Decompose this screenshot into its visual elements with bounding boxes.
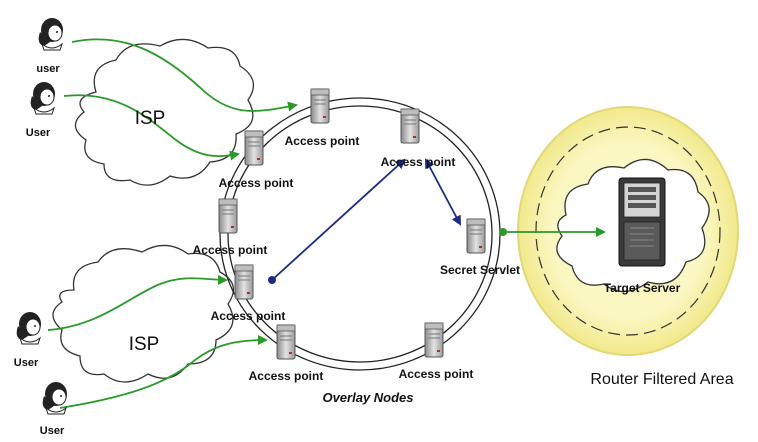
user-icon-4: [42, 381, 68, 415]
isp-label-bottom: ISP: [129, 334, 160, 355]
user-label-2: User: [26, 127, 51, 139]
node-label-ap-left-upper: Access point: [219, 176, 294, 190]
user-label-3: User: [14, 357, 39, 369]
node-label-ap-bottom-right: Access point: [399, 367, 474, 381]
node-label-ap-top: Access point: [285, 134, 360, 148]
node-label-ap-left-mid: Access point: [193, 243, 268, 257]
user-icon-1: [38, 17, 64, 51]
overlay-ring-inner: [227, 105, 493, 363]
isp-label-top: ISP: [135, 108, 166, 129]
node-label-secret-servlet: Secret Servlet: [440, 263, 520, 277]
arrow-user2-to-ap-left-upper: [63, 94, 240, 161]
routing-origin-dot: [268, 276, 276, 284]
server-icon-ap-left-upper: [244, 130, 264, 166]
arrow-ap-right-top-to-servlet: [425, 158, 461, 226]
user-icon-3: [16, 311, 42, 345]
arrow-user1-to-ap-top: [71, 38, 298, 112]
node-label-ap-bottom-left: Access point: [249, 369, 324, 383]
server-icon-ap-right-top: [400, 108, 420, 144]
servlet-connector-dot: [499, 228, 507, 236]
target-server-icon: [618, 177, 666, 267]
node-label-ap-right-top: Access point: [381, 155, 456, 169]
server-icon-ap-bottom-right: [424, 322, 444, 358]
server-icon-ap-bottom-left: [276, 324, 296, 360]
arrow-user3-to-ap-left-lower: [47, 274, 228, 331]
user-label-4: User: [40, 425, 65, 437]
overlay-nodes-label: Overlay Nodes: [322, 390, 413, 405]
node-label-target-server: Target Server: [604, 281, 681, 295]
user-label-1: user: [36, 63, 60, 75]
arrow-user4-to-ap-bottom-left: [59, 335, 268, 409]
server-icon-ap-left-lower: [234, 264, 254, 300]
arrow-ap-to-ap-right-top: [271, 158, 406, 281]
server-icon-ap-left-mid: [218, 198, 238, 234]
isp-cloud-bottom: [52, 244, 235, 383]
server-icon-ap-top: [310, 88, 330, 124]
node-label-ap-left-lower: Access point: [211, 309, 286, 323]
server-icon-secret-servlet: [466, 218, 486, 254]
router-filtered-area-label: Router Filtered Area: [590, 371, 733, 388]
user-icon-2: [30, 81, 56, 115]
